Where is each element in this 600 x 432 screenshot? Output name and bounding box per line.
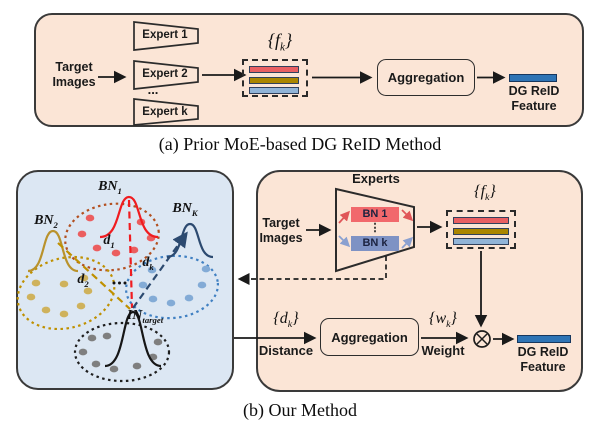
in-target-label: INtarget — [126, 308, 164, 325]
aggregation-box-b: Aggregation — [320, 318, 419, 356]
bnk-bar: BN k — [351, 236, 399, 251]
dg-reid-feature-bar-b — [517, 334, 571, 343]
feature-stack-a — [242, 59, 308, 97]
d2-label: d2 — [77, 272, 89, 289]
weight-label: Weight — [421, 343, 465, 358]
feature-bar-gold — [453, 227, 509, 235]
distance-label: Distance — [258, 343, 314, 358]
bn2-label: BN2 — [34, 213, 58, 230]
fk-set-label-a: {fk} — [267, 30, 293, 54]
feature-bar-blue — [453, 238, 509, 245]
dg-reid-feature-bar-a — [509, 73, 557, 82]
bn-vdots: ⋮ — [369, 222, 381, 234]
panel-prior-method — [34, 13, 584, 127]
expert-label-1: Expert 1 — [142, 29, 188, 41]
feature-bar-blue — [249, 87, 299, 94]
experts-label-b: Experts — [352, 171, 400, 186]
d1-label: d1 — [103, 233, 115, 250]
bn1-label: BN1 — [98, 179, 122, 196]
panel-our-method — [256, 170, 583, 392]
feature-bar-red — [453, 217, 509, 224]
expert-label-k: Expert k — [142, 106, 188, 118]
wk-set-label: {wk} — [429, 310, 457, 331]
bnk-label: BNK — [172, 201, 198, 218]
caption-b: (b) Our Method — [243, 400, 357, 420]
experts-ellipsis: ... — [147, 82, 159, 97]
feature-bar-red — [249, 66, 299, 73]
aggregation-box-a: Aggregation — [377, 59, 475, 96]
caption-a: (a) Prior MoE-based DG ReID Method — [158, 134, 442, 154]
bn1-bar: BN 1 — [351, 207, 399, 222]
expert-label-2: Expert 2 — [142, 68, 188, 80]
dk-label: dk — [142, 255, 154, 272]
feature-bar-gold — [249, 76, 299, 84]
dk-set-label: {dk} — [273, 310, 299, 331]
fk-set-label-b: {fk} — [474, 183, 496, 204]
feature-stack-b — [446, 210, 516, 249]
